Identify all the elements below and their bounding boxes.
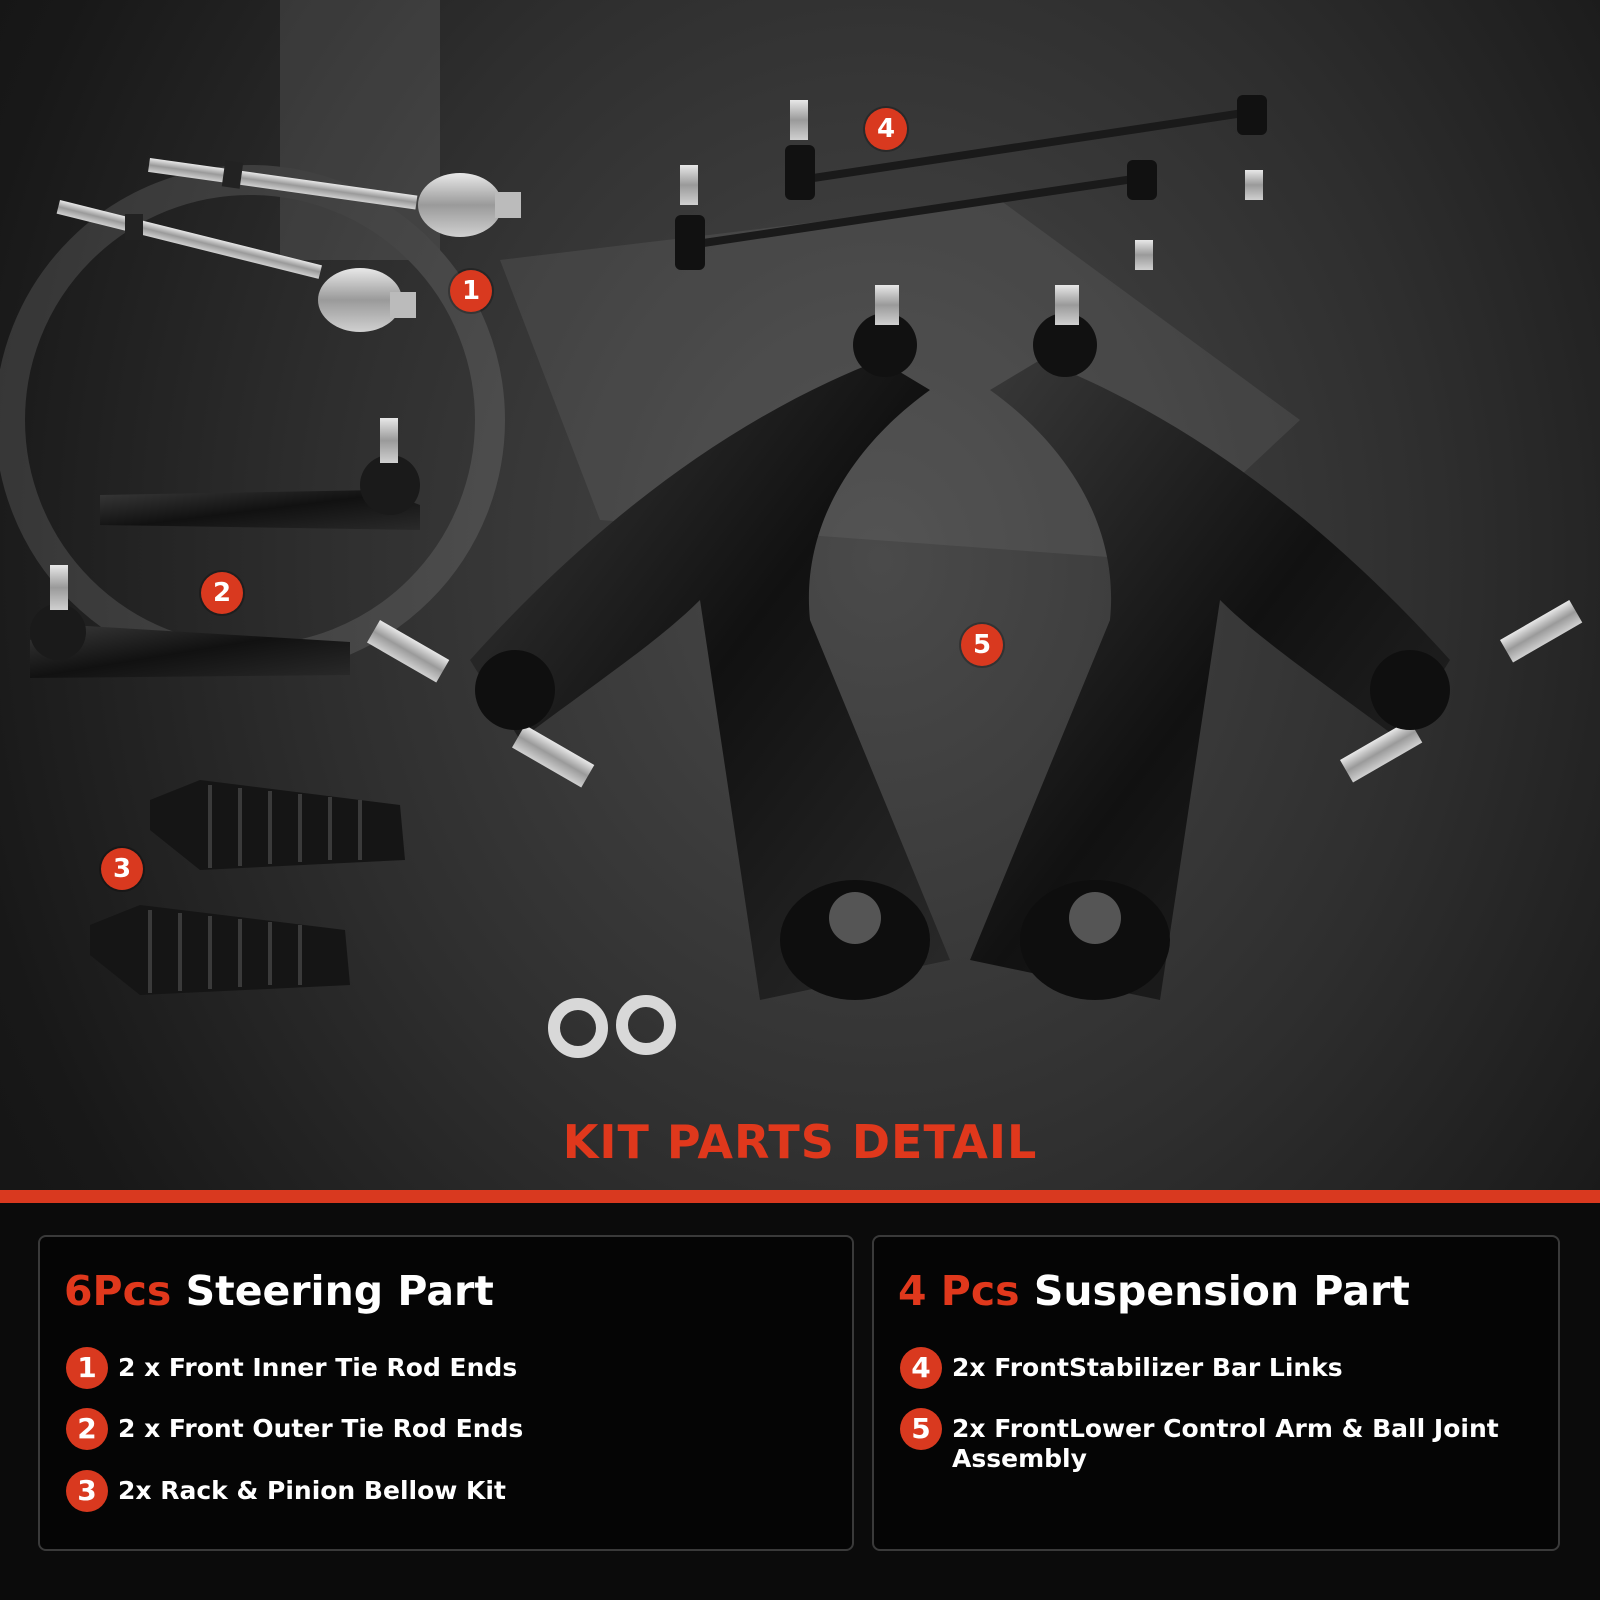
washers (548, 995, 676, 1058)
callout-badge-3: 3 (101, 848, 143, 890)
item-number-badge: 1 (66, 1347, 108, 1389)
suspension-title: Suspension Part (1033, 1267, 1410, 1315)
product-photo (0, 0, 1583, 1058)
item-text: 2x FrontStabilizer Bar Links (952, 1353, 1343, 1382)
callout-badge-1: 1 (450, 270, 492, 312)
callout-badge-5: 5 (961, 624, 1003, 666)
steering-panel: 6Pcs Steering Part 1 2 x Front Inner Tie… (38, 1235, 854, 1551)
suspension-panel-title: 4 Pcs Suspension Part (898, 1267, 1410, 1315)
item-text: 2 x Front Inner Tie Rod Ends (118, 1353, 518, 1382)
list-item: 4 2x FrontStabilizer Bar Links (900, 1347, 1343, 1389)
bellow-boot-1 (150, 780, 405, 870)
suspension-panel: 4 Pcs Suspension Part 4 2x FrontStabiliz… (872, 1235, 1560, 1551)
callout-badge-2: 2 (201, 572, 243, 614)
outer-tie-rod-end-1 (100, 418, 420, 530)
list-item: 5 2x FrontLower Control Arm & Ball Joint… (900, 1408, 1520, 1474)
suspension-count: 4 Pcs (898, 1267, 1020, 1315)
item-number-badge: 2 (66, 1408, 108, 1450)
callout-badge-4: 4 (865, 108, 907, 150)
list-item: 3 2x Rack & Pinion Bellow Kit (66, 1470, 506, 1512)
item-number-badge: 5 (900, 1408, 942, 1450)
item-number-badge: 4 (900, 1347, 942, 1389)
lower-control-arm-left (367, 285, 950, 1000)
stabilizer-link-1 (785, 95, 1267, 200)
item-text: 2x Rack & Pinion Bellow Kit (118, 1476, 506, 1505)
stabilizer-link-2 (675, 160, 1157, 270)
accent-divider (0, 1190, 1600, 1203)
steering-count: 6Pcs (64, 1267, 172, 1315)
list-item: 1 2 x Front Inner Tie Rod Ends (66, 1347, 517, 1389)
item-text: 2 x Front Outer Tie Rod Ends (118, 1414, 524, 1443)
list-item: 2 2 x Front Outer Tie Rod Ends (66, 1408, 523, 1450)
lower-control-arm-right (970, 285, 1583, 1000)
outer-tie-rod-end-2 (30, 565, 350, 678)
inner-tie-rod-1 (148, 158, 521, 237)
steering-panel-title: 6Pcs Steering Part (64, 1267, 494, 1315)
inner-tie-rod-2 (56, 200, 416, 332)
item-number-badge: 3 (66, 1470, 108, 1512)
bellow-boot-2 (90, 905, 350, 995)
item-text: 2x FrontLower Control Arm & Ball Joint A… (952, 1414, 1499, 1473)
kit-parts-heading: KIT PARTS DETAIL (562, 1115, 1038, 1169)
steering-title: Steering Part (185, 1267, 494, 1315)
